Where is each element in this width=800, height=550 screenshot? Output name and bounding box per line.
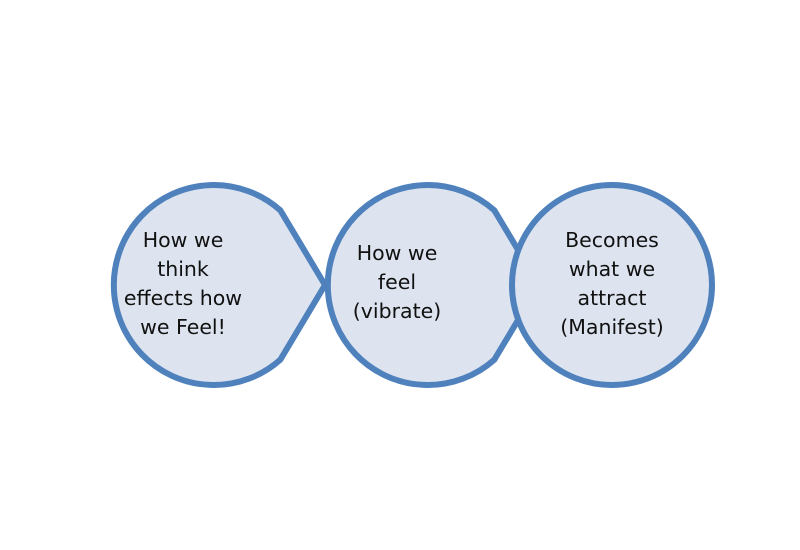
step-3-label: Becomes what we attract (Manifest) <box>537 226 687 342</box>
step-2-line-1: How we <box>356 241 438 265</box>
step-1-line-4: we Feel! <box>140 315 226 339</box>
step-1-shape <box>110 182 328 388</box>
step-3-line-2: what we <box>568 257 656 281</box>
step-3-shape <box>509 182 715 388</box>
step-3-line-1: Becomes <box>565 228 659 252</box>
step-1-line-1: How we <box>142 228 224 252</box>
step-1-line-3: effects how <box>123 286 243 310</box>
step-2-label: How we feel (vibrate) <box>322 239 472 326</box>
step-3-line-4: (Manifest) <box>560 315 664 339</box>
step-3-line-3: attract <box>577 286 647 310</box>
step-1-label: How we think effects how we Feel! <box>108 226 258 342</box>
step-2-line-3: (vibrate) <box>352 299 442 323</box>
step-2-shape <box>324 182 542 388</box>
step-1-line-2: think <box>157 257 209 281</box>
step-2-line-2: feel <box>377 270 417 294</box>
